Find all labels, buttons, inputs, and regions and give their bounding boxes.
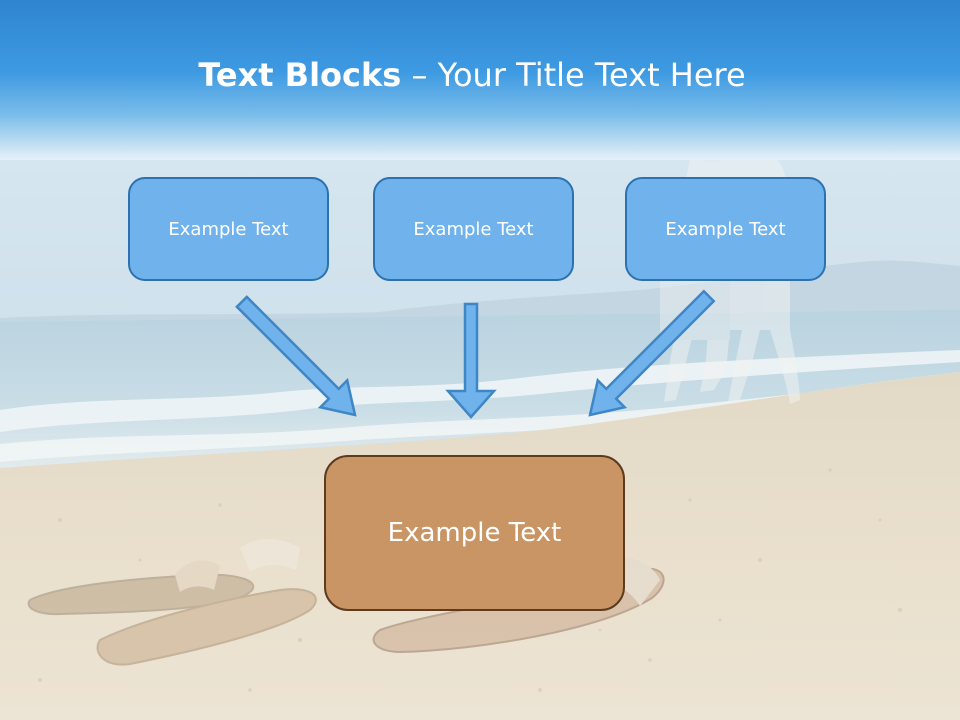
text-box-bottom[interactable]: Example Text xyxy=(324,455,625,611)
text-box-center[interactable]: Example Text xyxy=(373,177,574,281)
text-box-bottom-label: Example Text xyxy=(387,518,562,548)
slide-title: Text Blocks – Your Title Text Here xyxy=(0,52,944,98)
text-box-right[interactable]: Example Text xyxy=(625,177,826,281)
text-box-right-label: Example Text xyxy=(665,218,786,240)
title-rest: Your Title Text Here xyxy=(437,56,746,94)
text-box-left[interactable]: Example Text xyxy=(128,177,329,281)
text-box-center-label: Example Text xyxy=(413,218,534,240)
title-dash: – xyxy=(401,56,438,94)
title-bold: Text Blocks xyxy=(198,56,402,94)
text-box-left-label: Example Text xyxy=(168,218,289,240)
